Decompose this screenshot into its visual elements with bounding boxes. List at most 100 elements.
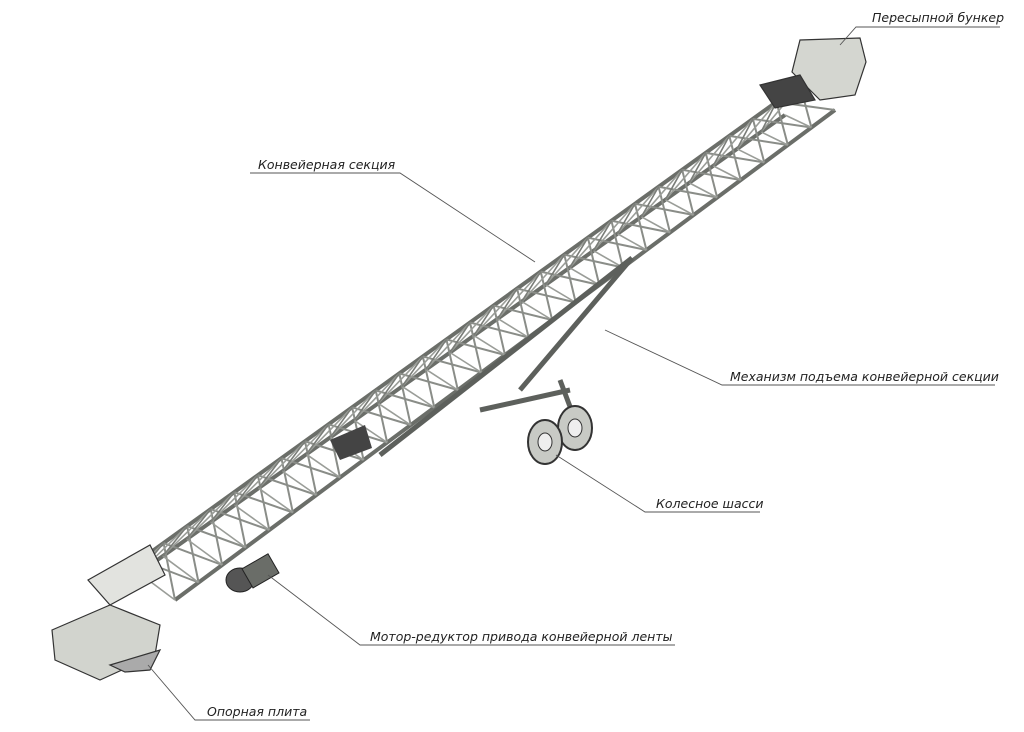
truss-member — [256, 474, 271, 531]
truss-member — [473, 334, 506, 356]
truss-member — [569, 220, 613, 269]
truss-member — [305, 453, 341, 479]
truss-member — [377, 402, 412, 426]
truss-member — [186, 508, 212, 540]
label-support-plate: Опорная плита — [207, 704, 308, 719]
truss-member — [162, 508, 212, 557]
truss-member — [640, 186, 660, 218]
truss-member — [377, 355, 424, 404]
truss-member — [425, 321, 471, 371]
truss-member — [592, 220, 613, 252]
truss-member — [449, 351, 482, 374]
truss-member — [736, 148, 765, 164]
truss-member — [497, 288, 518, 320]
truss-member — [449, 304, 495, 354]
label-motor-reducer: Мотор-редуктор привода конвейерной ленты — [370, 629, 673, 644]
truss-member — [234, 457, 282, 506]
truss-member — [281, 440, 306, 472]
truss-member — [775, 101, 789, 146]
wheel-chassis — [527, 405, 593, 465]
truss-member — [401, 338, 448, 387]
truss-member — [210, 521, 247, 549]
truss-member — [784, 114, 812, 129]
leader-lines — [147, 26, 1000, 721]
truss-member — [616, 203, 636, 235]
truss-member — [280, 458, 294, 513]
truss-member — [521, 271, 542, 303]
truss-member — [569, 266, 600, 286]
truss-member — [592, 203, 636, 252]
label-wheel-chassis: Колесное шасси — [656, 496, 764, 511]
truss-member — [736, 118, 754, 150]
truss-member — [593, 250, 624, 269]
truss-member — [305, 423, 330, 455]
truss-member — [421, 356, 436, 408]
truss-member — [688, 135, 730, 184]
conveyor-truss — [113, 83, 837, 602]
truss-member — [449, 322, 471, 353]
truss-member — [445, 339, 459, 391]
label-conveyor-section: Конвейерная секция — [258, 157, 396, 172]
label-transfer-hopper: Пересыпной бункер — [872, 10, 1005, 25]
truss-member — [329, 406, 353, 438]
truss-member — [258, 440, 306, 489]
truss-member — [327, 424, 341, 478]
truss-member — [712, 118, 754, 167]
truss-member — [233, 491, 247, 548]
truss-member — [545, 254, 565, 286]
truss-member — [210, 491, 235, 523]
belt-section — [330, 425, 372, 460]
truss-member — [497, 317, 529, 339]
truss-member — [473, 305, 495, 336]
truss-member — [521, 300, 553, 321]
truss-member — [234, 474, 259, 506]
truss-member — [329, 389, 377, 438]
truss-member — [258, 487, 294, 514]
truss-member — [568, 237, 589, 269]
truss-member — [616, 186, 660, 235]
truss-member — [545, 283, 577, 304]
truss-member — [473, 288, 518, 337]
truss-member — [401, 355, 424, 387]
truss-member — [688, 182, 718, 199]
truss-member — [760, 131, 789, 146]
truss-member — [664, 199, 694, 216]
truss-member — [497, 271, 542, 320]
truss-member — [664, 152, 707, 201]
truss-member — [234, 504, 270, 531]
truss-member — [353, 389, 377, 421]
truss-member — [210, 474, 259, 523]
truss-member — [641, 216, 671, 234]
truss-member — [401, 385, 435, 409]
truss-member — [374, 390, 389, 443]
label-lift-mechanism: Механизм подъема конвейерной секции — [730, 369, 999, 384]
truss-member — [398, 373, 412, 426]
truss-member — [377, 372, 400, 404]
truss-member — [712, 165, 742, 181]
truss-member — [305, 406, 353, 455]
truss-member — [353, 372, 400, 421]
truss-member — [545, 237, 589, 286]
truss-member — [617, 233, 647, 251]
truss-member — [521, 254, 565, 303]
motor-reducer — [225, 553, 280, 593]
truss-member — [304, 441, 318, 496]
truss-member — [162, 555, 200, 584]
truss-member — [209, 508, 224, 566]
transfer-hopper — [759, 37, 867, 109]
truss-member — [688, 152, 707, 184]
truss-member — [186, 538, 223, 566]
truss-member — [712, 135, 730, 167]
truss-member — [162, 525, 188, 557]
truss-member — [751, 118, 766, 163]
truss-member — [281, 423, 330, 472]
truss-member — [425, 368, 459, 391]
support-plate — [51, 544, 166, 681]
truss-member — [640, 169, 683, 218]
truss-member — [516, 288, 530, 338]
truss-member — [282, 470, 317, 496]
truss-member — [469, 322, 483, 373]
truss-member — [728, 135, 742, 181]
lift-mechanism — [378, 256, 634, 457]
